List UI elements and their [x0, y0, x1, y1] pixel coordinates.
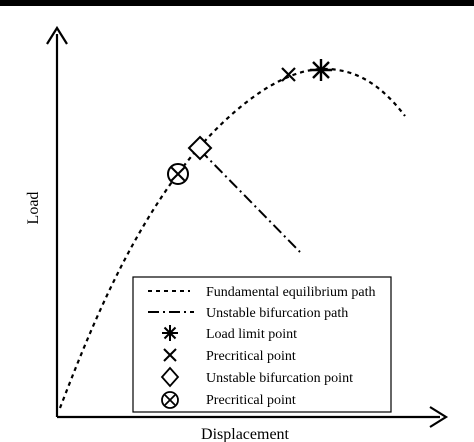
top-border-bar [0, 0, 474, 6]
legend-diamond-icon [160, 366, 180, 388]
x-axis-label: Displacement [201, 426, 290, 442]
legend-label-unstable-path: Unstable bifurcation path [206, 306, 348, 321]
y-axis-label: Load [25, 192, 42, 225]
legend-box [132, 276, 392, 413]
legend-label-fundamental-path: Fundamental equilibrium path [206, 285, 376, 300]
legend-asterisk-icon [162, 325, 178, 341]
legend-cross-icon [163, 348, 177, 362]
legend-circled-cross-icon [161, 391, 179, 409]
x-axis-arrow-icon [429, 406, 449, 428]
diamond-marker-icon [187, 135, 213, 161]
unstable-bifurcation-path [199, 149, 301, 253]
legend-label-load-limit: Load limit point [206, 327, 297, 342]
asterisk-marker-icon [310, 59, 332, 81]
cross-marker-icon [281, 67, 296, 82]
legend: Fundamental equilibrium path Unstable bi… [132, 276, 392, 413]
circled-cross-marker-icon [167, 163, 189, 185]
fundamental-equilibrium-path [58, 67, 406, 409]
legend-label-bifurcation-point: Unstable bifurcation point [206, 371, 353, 386]
y-axis-arrow-icon [46, 25, 68, 45]
legend-label-precritical-cross: Precritical point [206, 349, 296, 364]
legend-label-precritical-circled: Precritical point [206, 393, 296, 408]
